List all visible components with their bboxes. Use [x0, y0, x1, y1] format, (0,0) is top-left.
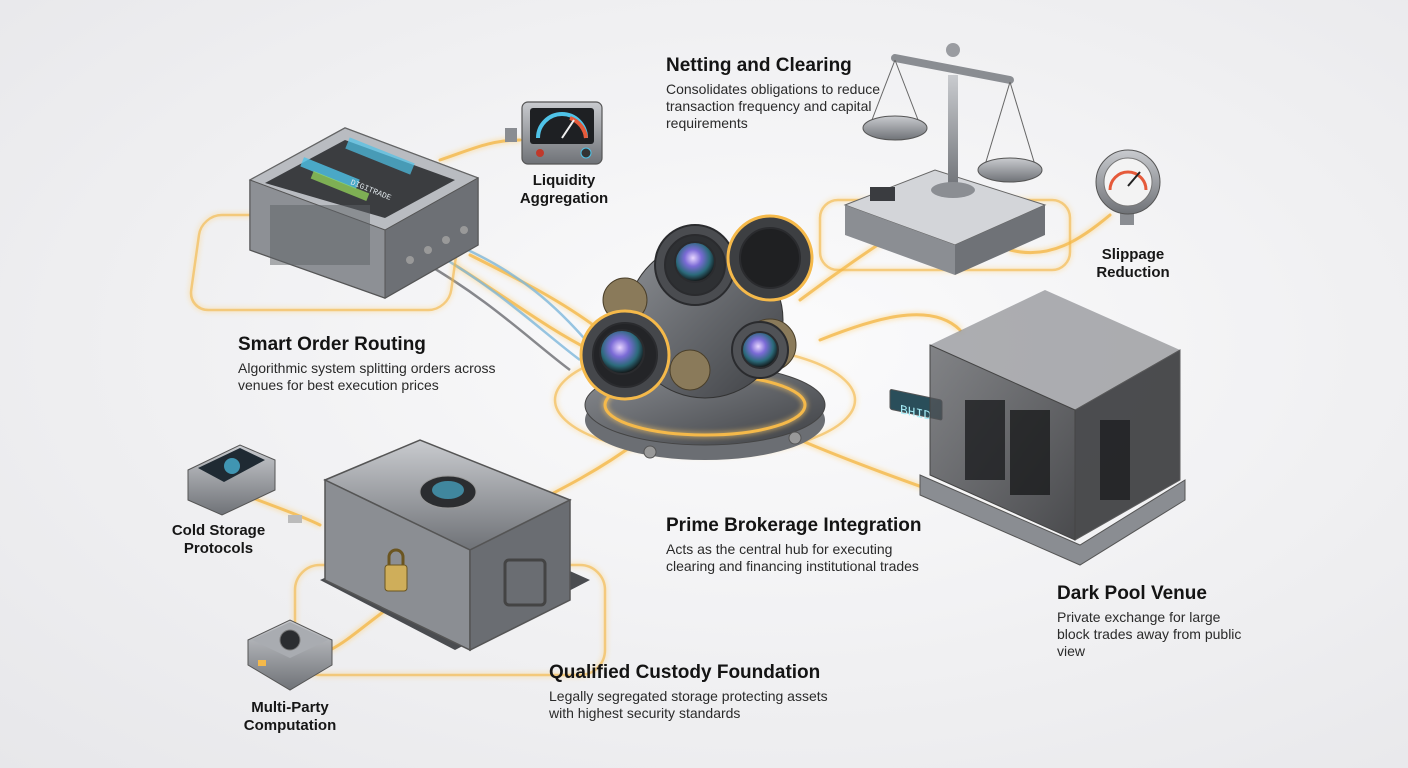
cold-storage-device	[187, 444, 302, 523]
server-rack-device: DIGITRADE	[248, 127, 480, 299]
label-netting-clearing: Netting and Clearing Consolidates obliga…	[666, 54, 886, 132]
line-cold-vault	[243, 493, 322, 527]
smart-order-title: Smart Order Routing	[238, 334, 426, 355]
label-smart-order-routing: Smart Order Routing Algorithmic system s…	[238, 333, 528, 394]
netting-title: Netting and Clearing	[666, 55, 852, 76]
label-qualified-custody: Qualified Custody Foundation Legally seg…	[549, 661, 839, 722]
cables-dark	[419, 258, 571, 371]
line-scale-gauge	[1008, 213, 1112, 255]
custody-desc: Legally segregated storage protecting as…	[549, 688, 828, 721]
central-hub-device	[579, 214, 826, 460]
dark-pool-desc: Private exchange for large block trades …	[1057, 609, 1242, 659]
netting-desc: Consolidates obligations to reduce trans…	[666, 81, 881, 131]
smart-order-desc: Algorithmic system splitting orders acro…	[238, 360, 496, 393]
balance-scale-device: BHID	[843, 43, 1047, 424]
label-slippage-reduction: Slippage Reduction	[1096, 246, 1170, 281]
liquidity-gauge-device	[505, 101, 603, 165]
custody-vault-device	[320, 439, 590, 652]
label-dark-pool-venue: Dark Pool Venue Private exchange for lar…	[1057, 582, 1242, 660]
prime-desc: Acts as the central hub for executing cl…	[666, 541, 919, 574]
dark-pool-title: Dark Pool Venue	[1057, 583, 1207, 604]
scale-display-text: BHID	[900, 402, 931, 423]
label-liquidity-aggregation: Liquidity Aggregation	[519, 172, 609, 207]
slippage-gauge-device	[1095, 149, 1161, 225]
mpc-device	[247, 619, 333, 691]
line-hub-darkpool-2	[818, 313, 962, 342]
label-prime-brokerage: Prime Brokerage Integration Acts as the …	[666, 514, 936, 575]
label-cold-storage: Cold Storage Protocols	[171, 522, 266, 557]
label-multi-party-computation: Multi-Party Computation	[243, 699, 337, 734]
dark-pool-cube-device	[919, 290, 1186, 566]
custody-title: Qualified Custody Foundation	[549, 662, 821, 683]
line-liquidity	[438, 138, 522, 162]
prime-title: Prime Brokerage Integration	[666, 515, 922, 536]
line-server-hub	[468, 253, 602, 332]
